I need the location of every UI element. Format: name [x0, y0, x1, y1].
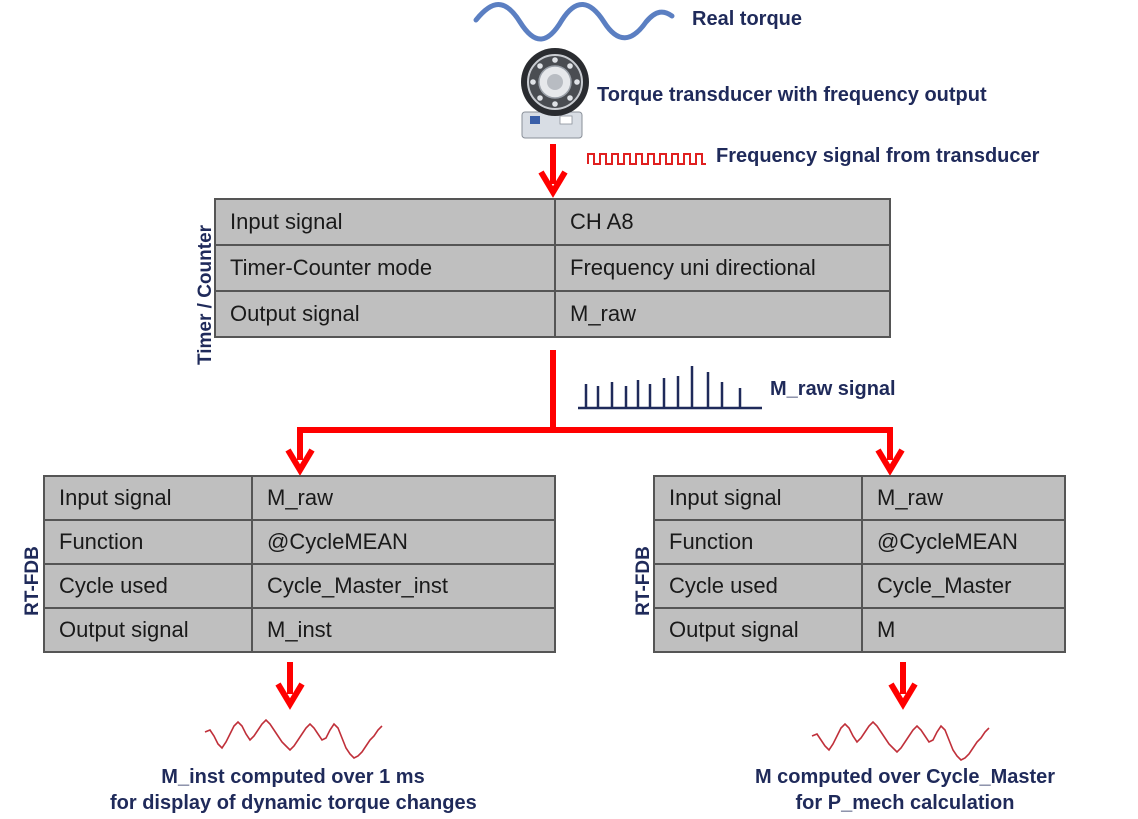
right-caption: M computed over Cycle_Master for P_mech … — [720, 764, 1090, 816]
torque-transducer-icon — [521, 48, 589, 139]
real-torque-label: Real torque — [692, 8, 803, 30]
table-key-cell: Output signal — [214, 290, 556, 338]
table-row: Function @CycleMEAN — [653, 519, 1066, 565]
m-raw-signal-label: M_raw signal — [770, 378, 896, 400]
right-rtfdb-side-label: RT-FDB — [633, 546, 654, 616]
arrow-split — [285, 350, 905, 476]
left-caption-line1: M_inst computed over 1 ms — [161, 766, 425, 788]
table-key-cell: Cycle used — [653, 563, 863, 609]
frequency-signal-label: Frequency signal from transducer — [716, 145, 1040, 167]
transducer-label: Torque transducer with frequency output — [597, 84, 987, 106]
table-row: Output signal M_raw — [214, 290, 891, 338]
table-row: Output signal M — [653, 607, 1066, 653]
table-row: Timer-Counter mode Frequency uni directi… — [214, 244, 891, 292]
table-value-cell: Cycle_Master_inst — [251, 563, 556, 609]
timer-counter-table: Input signal CH A8 Timer-Counter mode Fr… — [214, 198, 891, 338]
m-inst-wave — [204, 718, 383, 759]
arrow-left-output — [275, 662, 305, 710]
m-wave — [811, 720, 990, 761]
left-rtfdb-table: Input signal M_raw Function @CycleMEAN C… — [43, 475, 556, 653]
table-key-cell: Output signal — [43, 607, 253, 653]
table-key-cell: Output signal — [653, 607, 863, 653]
table-value-cell: M_raw — [554, 290, 891, 338]
table-value-cell: M — [861, 607, 1066, 653]
left-caption-line2: for display of dynamic torque changes — [110, 792, 477, 814]
table-key-cell: Timer-Counter mode — [214, 244, 556, 292]
table-row: Function @CycleMEAN — [43, 519, 556, 565]
real-torque-wave — [473, 2, 675, 42]
table-row: Output signal M_inst — [43, 607, 556, 653]
table-value-cell: CH A8 — [554, 198, 891, 246]
table-value-cell: @CycleMEAN — [861, 519, 1066, 565]
left-rtfdb-side-label: RT-FDB — [22, 546, 43, 616]
arrow-right-output — [888, 662, 918, 710]
right-caption-line2: for P_mech calculation — [795, 792, 1015, 814]
table-key-cell: Input signal — [214, 198, 556, 246]
table-value-cell: Cycle_Master — [861, 563, 1066, 609]
table-key-cell: Function — [653, 519, 863, 565]
m-raw-pulse-signal — [578, 366, 762, 410]
table-value-cell: M_raw — [861, 475, 1066, 521]
table-key-cell: Input signal — [43, 475, 253, 521]
right-caption-line1: M computed over Cycle_Master — [754, 766, 1056, 788]
frequency-square-wave — [587, 153, 706, 165]
table-value-cell: M_inst — [251, 607, 556, 653]
table-key-cell: Input signal — [653, 475, 863, 521]
arrow-transducer-to-timer — [538, 144, 568, 198]
table-row: Input signal M_raw — [43, 475, 556, 521]
left-caption: M_inst computed over 1 ms for display of… — [110, 764, 477, 816]
table-key-cell: Cycle used — [43, 563, 253, 609]
table-row: Input signal CH A8 — [214, 198, 891, 246]
table-value-cell: M_raw — [251, 475, 556, 521]
table-key-cell: Function — [43, 519, 253, 565]
right-rtfdb-table: Input signal M_raw Function @CycleMEAN C… — [653, 475, 1066, 653]
table-row: Cycle used Cycle_Master — [653, 563, 1066, 609]
table-value-cell: @CycleMEAN — [251, 519, 556, 565]
table-value-cell: Frequency uni directional — [554, 244, 891, 292]
table-row: Cycle used Cycle_Master_inst — [43, 563, 556, 609]
table-row: Input signal M_raw — [653, 475, 1066, 521]
